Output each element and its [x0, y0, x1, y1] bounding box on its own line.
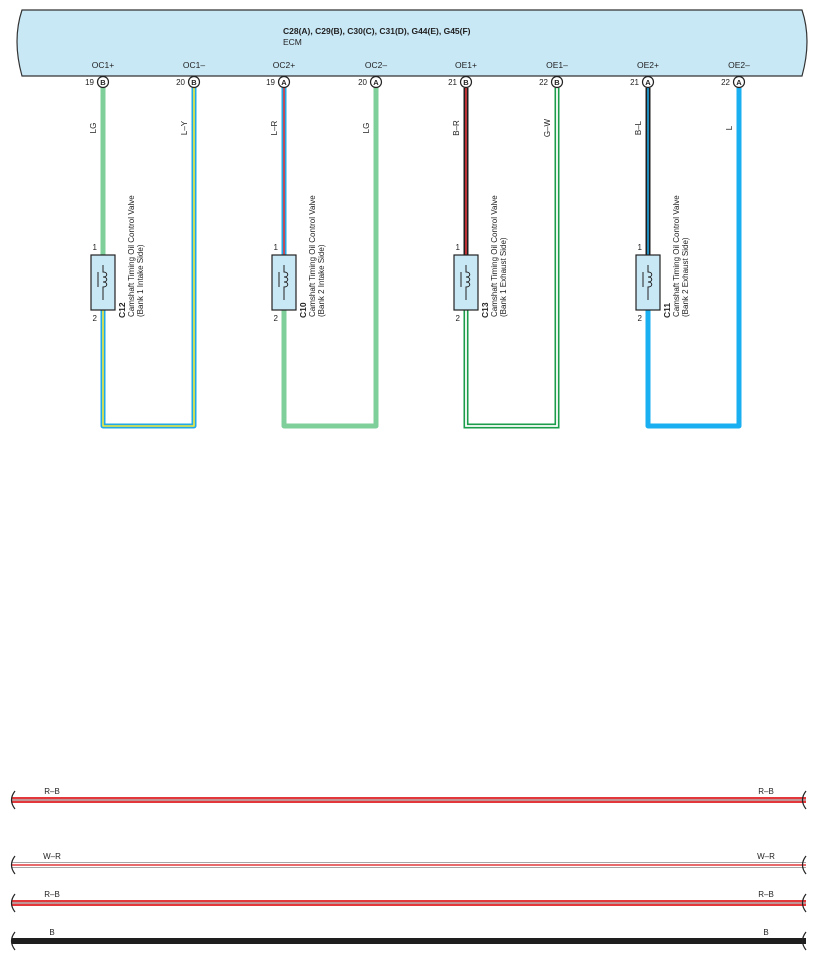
ecm-block: C28(A), C29(B), C30(C), C31(D), G44(E), … — [16, 9, 808, 77]
channel-2-plus-wire-label: L–R — [270, 120, 279, 135]
channel-4-minus-wire-label: L — [725, 125, 734, 130]
bus-1-right-break — [801, 790, 807, 810]
channel-1-minus-wire — [100, 88, 197, 429]
channel-1-plus-name: OC1+ — [92, 60, 114, 70]
channel-2-plus-name: OC2+ — [273, 60, 295, 70]
channel-2-minus-connector: A — [373, 78, 379, 87]
channel-1-minus-name: OC1– — [183, 60, 205, 70]
channel-1-plus-wire-label: LG — [89, 123, 98, 134]
bus-3-left-break — [10, 893, 16, 913]
channel-4-minus-name: OE2– — [728, 60, 750, 70]
channel-1-valve-side: (Bank 1 Intake Side) — [136, 244, 145, 317]
channel-3-minus-wire-stripe — [465, 88, 558, 427]
channel-1-plus-connector: B — [100, 78, 106, 87]
ecm-body — [16, 9, 808, 77]
channel-4-minus-terminal — [732, 75, 746, 89]
bus-4-left-break — [10, 931, 16, 951]
bus-2-label-left: W–R — [43, 852, 61, 861]
channel-1-plus-terminal — [96, 75, 110, 89]
channel-4-valve-title: Camshaft Timing Oil Control Valve — [672, 195, 681, 317]
bus-2-left-break — [10, 855, 16, 875]
channel-3-gw-outer — [463, 88, 560, 429]
bus-2-label-right: W–R — [757, 852, 775, 861]
channel-4-valve-pin-top: 1 — [638, 243, 643, 252]
channel-4-plus-connector: A — [645, 78, 651, 87]
bus-3-label-right: R–B — [758, 890, 774, 899]
channel-4-coil-icon — [647, 265, 653, 300]
channel-1-minus-pin: 20 — [176, 78, 185, 87]
channel-1-minus-wire-label: L–Y — [180, 120, 189, 135]
channel-1-valve-pin-top: 1 — [93, 243, 98, 252]
channel-4-minus-pin: 22 — [721, 78, 730, 87]
channel-3-valve-pin-top: 1 — [456, 243, 461, 252]
bus-1-left-break — [10, 790, 16, 810]
channel-3-plus-connector: B — [463, 78, 469, 87]
channel-2-valve-pin-top: 1 — [274, 243, 279, 252]
channel-2-minus-pin: 20 — [358, 78, 367, 87]
channel-1-valve-title: Camshaft Timing Oil Control Valve — [127, 195, 136, 317]
channel-3-minus-wire — [463, 88, 560, 429]
channel-4-valve-side: (Bank 2 Exhaust Side) — [681, 237, 690, 317]
bus-4-label-right: B — [763, 928, 768, 937]
channel-3-minus-wire-label: G–W — [543, 118, 552, 137]
ecm-name: ECM — [283, 37, 302, 47]
bus-1-label-left: R–B — [44, 787, 60, 796]
bus-1-label-right: R–B — [758, 787, 774, 796]
channel-4-plus-pin: 21 — [630, 78, 639, 87]
channel-3-minus-name: OE1– — [546, 60, 568, 70]
channel-1-minus-connector: B — [191, 78, 197, 87]
channel-3-valve-title: Camshaft Timing Oil Control Valve — [490, 195, 499, 317]
channel-2-plus-connector: A — [281, 78, 287, 87]
channel-2-plus-pin: 19 — [266, 78, 275, 87]
channel-2-coil-icon — [283, 265, 289, 300]
channel-4-minus-wire — [645, 88, 742, 429]
channel-1-plus-pin: 19 — [85, 78, 94, 87]
channel-4-plus-name: OE2+ — [637, 60, 659, 70]
bus-4-label-left: B — [49, 928, 54, 937]
channel-3-valve-id: C13 — [480, 302, 490, 318]
channel-3-minus-terminal — [550, 75, 564, 89]
bus-3-right-break — [801, 893, 807, 913]
bus-3-label-left: R–B — [44, 890, 60, 899]
channel-4-plus-terminal — [641, 75, 655, 89]
channel-4-valve-id: C11 — [662, 303, 672, 318]
channel-2-minus-wire-label: LG — [362, 123, 371, 134]
channel-3-plus-pin: 21 — [448, 78, 457, 87]
channel-3-plus-terminal — [459, 75, 473, 89]
channel-2-minus-terminal — [369, 75, 383, 89]
channel-3-valve-pin-bottom: 2 — [456, 314, 461, 323]
channel-2-valve-pin-bottom: 2 — [274, 314, 279, 323]
channel-3-minus-connector: B — [554, 78, 560, 87]
channel-1-valve-id: C12 — [117, 302, 127, 318]
channel-4-minus-connector: A — [736, 78, 742, 87]
channel-3-plus-wire-label: B–R — [452, 120, 461, 136]
channel-3-plus-name: OE1+ — [455, 60, 477, 70]
channel-2-minus-name: OC2– — [365, 60, 387, 70]
channel-4-valve-pin-bottom: 2 — [638, 314, 643, 323]
channel-3-valve-side: (Bank 1 Exhaust Side) — [499, 237, 508, 317]
channel-2-valve-title: Camshaft Timing Oil Control Valve — [308, 195, 317, 317]
channel-1-minus-terminal — [187, 75, 201, 89]
ecm-connectors: C28(A), C29(B), C30(C), C31(D), G44(E), … — [283, 26, 471, 36]
channel-3-coil-icon — [465, 265, 471, 300]
bus-2-right-break — [801, 855, 807, 875]
channel-4-plus-wire-label: B–L — [634, 120, 643, 135]
channel-3-gw-inner — [465, 88, 558, 427]
channel-3-minus-pin: 22 — [539, 78, 548, 87]
channel-1-valve-pin-bottom: 2 — [93, 314, 98, 323]
channel-1-coil-icon — [102, 265, 108, 300]
bus-4-right-break — [801, 931, 807, 951]
channel-1-minus-wire-stripe — [102, 88, 195, 427]
channel-2-plus-terminal — [277, 75, 291, 89]
channel-2-valve-id: C10 — [298, 302, 308, 318]
channel-2-minus-wire — [281, 88, 379, 429]
channel-2-valve-side: (Bank 2 Intake Side) — [317, 244, 326, 317]
